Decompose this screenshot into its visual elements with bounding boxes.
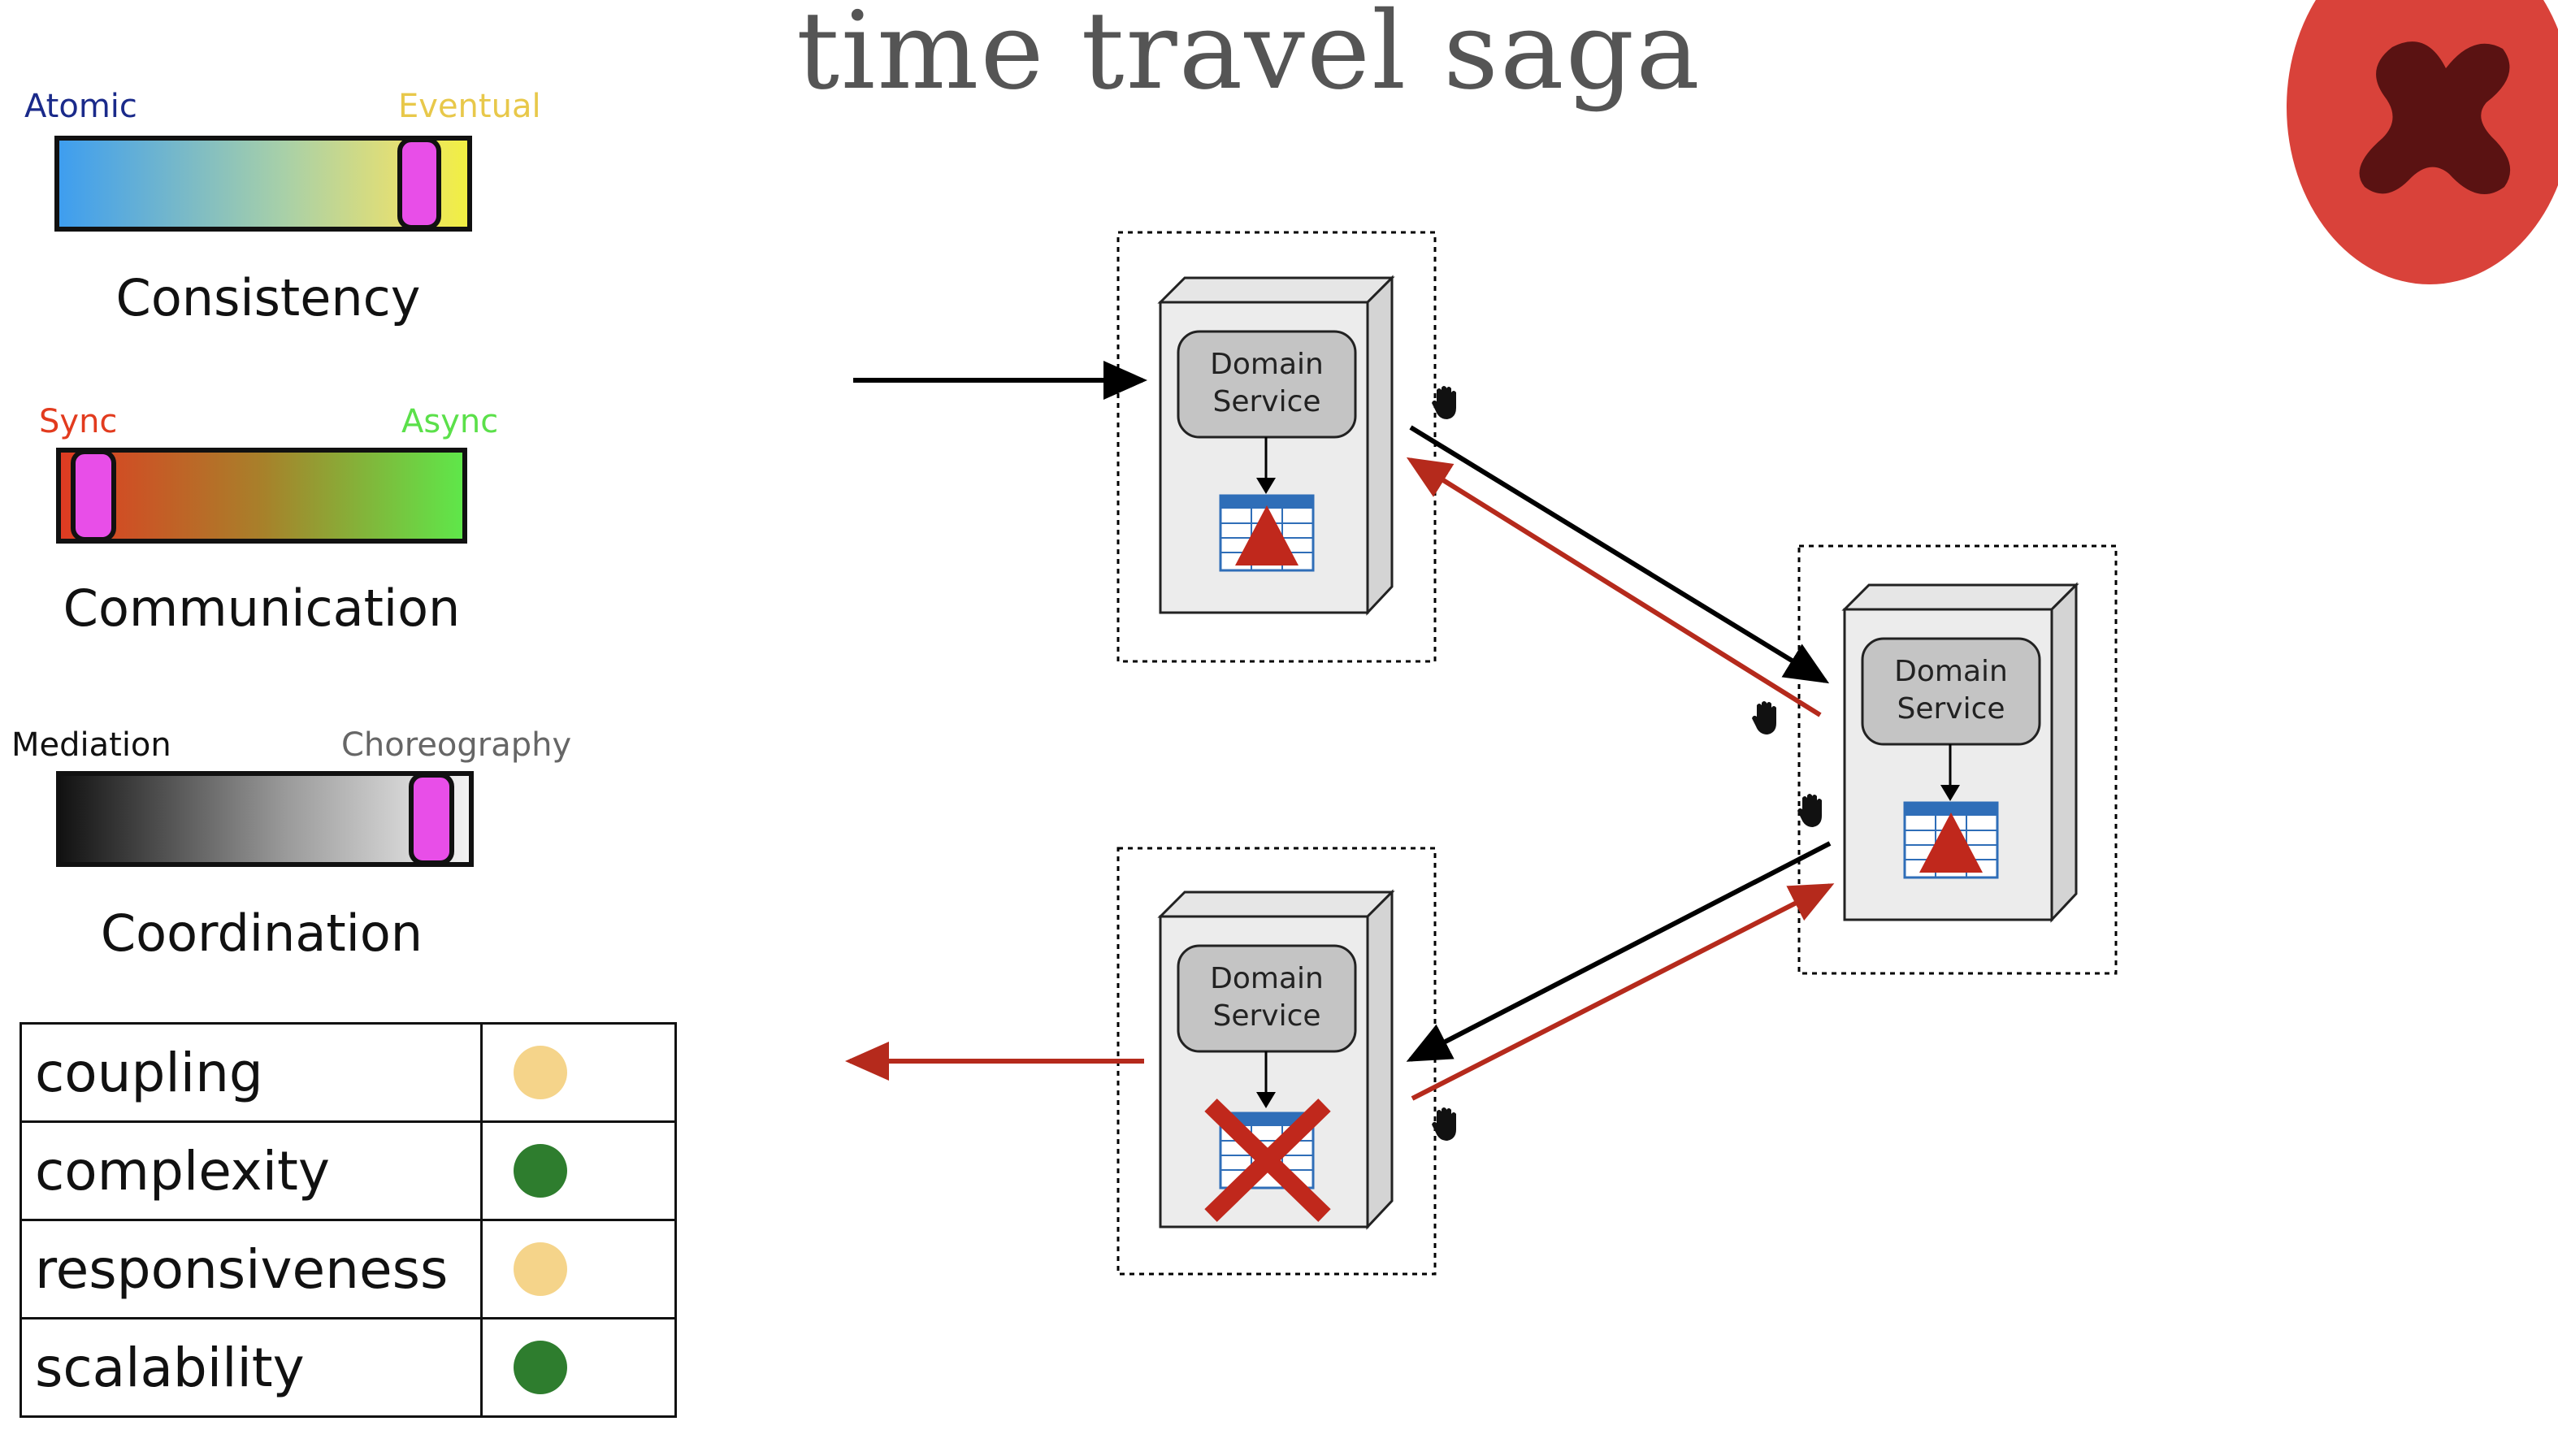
domain-service-right: Domain Service (1843, 583, 2078, 921)
communication-caption: Communication (63, 578, 461, 638)
request-arrow-right-to-bottom (1406, 841, 1832, 1062)
coordination-right-label: Choreography (341, 726, 572, 764)
consistency-right-label: Eventual (398, 88, 541, 125)
coordination-left-label: Mediation (11, 726, 171, 764)
metric-name: responsiveness (20, 1219, 483, 1320)
metric-name: scalability (20, 1317, 483, 1418)
database-icon (1903, 801, 1999, 879)
hand-icon (1432, 1107, 1456, 1141)
service-top-label-line2: Service (1212, 385, 1320, 418)
communication-right-label: Async (401, 403, 499, 440)
service-right-label-line2: Service (1897, 692, 2005, 726)
rating-dot-icon (514, 1144, 567, 1198)
domain-service-bottom: Domain Service (1159, 890, 1394, 1228)
metric-name: complexity (20, 1120, 483, 1221)
service-right-label-line1: Domain (1894, 655, 2008, 688)
x-badge (2287, 0, 2558, 284)
hand-icon (1752, 701, 1776, 734)
compensation-arrow-bottom-to-right (1411, 883, 1835, 1101)
communication-left-label: Sync (39, 403, 118, 440)
warning-triangle-icon (1919, 812, 1983, 873)
service-bottom-label-line2: Service (1212, 999, 1320, 1033)
consistency-slider-handle[interactable] (397, 137, 441, 230)
coordination-slider (56, 771, 474, 867)
database-icon (1219, 494, 1315, 572)
service-bottom-label-line1: Domain (1210, 962, 1324, 995)
failure-x-icon (1204, 1098, 1331, 1222)
table-row: complexity (20, 1120, 677, 1221)
hand-icon (1797, 794, 1822, 827)
rating-dot-icon (514, 1046, 567, 1099)
x-icon (2359, 41, 2511, 195)
page-title: time travel saga (796, 0, 1702, 114)
service-boundary-top (1116, 231, 1437, 663)
metric-name: coupling (20, 1022, 483, 1123)
service-top-label-line1: Domain (1210, 348, 1324, 381)
table-row: responsiveness (20, 1219, 677, 1320)
communication-slider-handle[interactable] (71, 449, 116, 542)
coordination-slider-handle[interactable] (409, 773, 454, 865)
table-row: coupling (20, 1022, 677, 1123)
consistency-caption: Consistency (115, 268, 421, 327)
tradeoff-table: coupling complexity responsiveness scala… (20, 1022, 677, 1418)
compensation-arrow-right-to-top (1406, 457, 1822, 717)
consistency-left-label: Atomic (24, 88, 137, 125)
domain-service-top: Domain Service (1159, 276, 1394, 614)
request-arrow-top-to-right (1409, 425, 1830, 684)
rating-dot-icon (514, 1341, 567, 1394)
consistency-slider (54, 136, 472, 232)
rating-dot-icon (514, 1242, 567, 1296)
table-row: scalability (20, 1317, 677, 1418)
coordination-caption: Coordination (100, 904, 423, 963)
warning-triangle-icon (1235, 505, 1299, 566)
service-boundary-right (1797, 544, 2118, 975)
communication-slider (56, 448, 467, 544)
